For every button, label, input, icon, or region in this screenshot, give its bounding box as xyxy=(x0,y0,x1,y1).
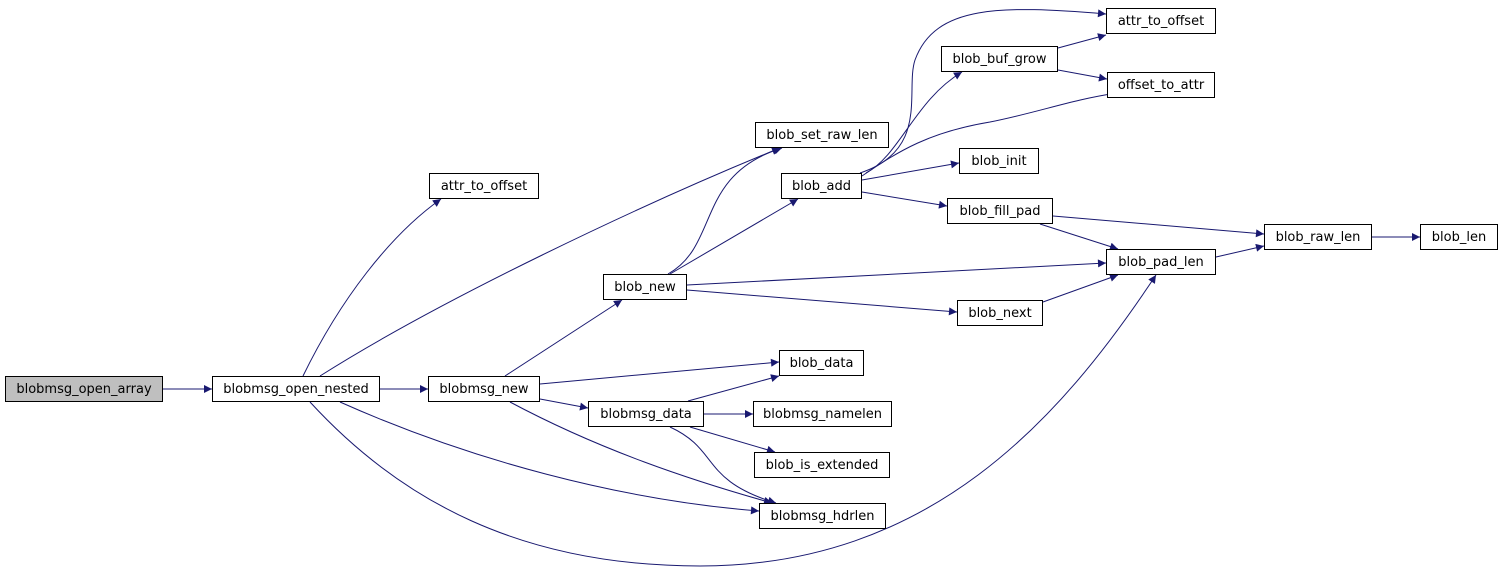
edge-blob-next-to-blob-pad-len xyxy=(1042,273,1119,303)
node-blob-pad-len[interactable]: blob_pad_len xyxy=(1106,249,1216,275)
edge-blob-add-to-blob-fill-pad xyxy=(861,191,948,209)
edge-blob-new-to-blob-pad-len xyxy=(686,259,1107,286)
node-blob-len[interactable]: blob_len xyxy=(1420,224,1498,250)
edge-open-nested-to-blob-pad-len xyxy=(309,274,1157,567)
edge-blob-new-to-blob-add xyxy=(669,198,799,275)
node-blobmsg-data[interactable]: blobmsg_data xyxy=(588,401,704,427)
node-blob-next[interactable]: blob_next xyxy=(957,300,1043,326)
edge-blob-add-to-attr-to-offset xyxy=(859,9,1107,174)
node-blobmsg-open-array: blobmsg_open_array xyxy=(5,376,163,402)
node-blobmsg-open-nested[interactable]: blobmsg_open_nested xyxy=(212,376,380,402)
edge-open-nested-to-blob-set-raw-len xyxy=(319,147,781,377)
node-blob-init[interactable]: blob_init xyxy=(959,148,1039,174)
node-attr-to-offset-right[interactable]: attr_to_offset xyxy=(1106,8,1216,34)
edge-blob-pad-len-to-blob-raw-len xyxy=(1215,243,1265,258)
node-blob-data[interactable]: blob_data xyxy=(779,350,864,376)
node-blob-raw-len[interactable]: blob_raw_len xyxy=(1264,224,1372,250)
edge-blobmsg-data-to-blob-data xyxy=(687,374,780,402)
edge-blobmsg-new-to-blobmsg-data xyxy=(539,398,589,411)
edge-blob-add-to-blob-init xyxy=(861,160,960,181)
node-attr-to-offset-left[interactable]: attr_to_offset xyxy=(429,173,539,199)
edge-blob-new-to-blob-next xyxy=(686,289,958,316)
edge-blob-fill-pad-to-blob-pad-len xyxy=(1039,223,1119,251)
edge-blob-buf-grow-to-attr-to-offset xyxy=(1057,33,1107,49)
node-blob-set-raw-len[interactable]: blob_set_raw_len xyxy=(755,122,889,148)
node-blob-is-extended[interactable]: blob_is_extended xyxy=(754,452,890,478)
edge-blob-fill-pad-to-blob-raw-len xyxy=(1052,215,1265,238)
edge-blob-add-to-offset-to-attr xyxy=(861,90,1118,177)
node-blobmsg-new[interactable]: blobmsg_new xyxy=(428,376,540,402)
edge-open-nested-to-blobmsg-hdrlen-a xyxy=(339,401,760,515)
edge-blobmsg-new-to-blobmsg-hdrlen-b xyxy=(509,401,773,505)
edge-blob-new-to-blob-set-raw-len xyxy=(667,146,783,275)
node-blob-buf-grow[interactable]: blob_buf_grow xyxy=(941,46,1058,72)
edge-open-nested-to-attr-to-offset xyxy=(302,198,442,377)
edge-blob-add-to-blob-buf-grow xyxy=(865,71,963,174)
edge-blobmsg-new-to-blob-data xyxy=(539,358,780,385)
node-offset-to-attr[interactable]: offset_to_attr xyxy=(1107,72,1215,98)
edge-blob-buf-grow-to-offset-to-attr xyxy=(1057,69,1108,82)
node-blob-fill-pad[interactable]: blob_fill_pad xyxy=(947,198,1053,224)
edge-blobmsg-data-to-blobmsg-hdrlen-c xyxy=(669,426,777,505)
node-blob-new[interactable]: blob_new xyxy=(603,274,687,300)
edge-blobmsg-data-to-blob-is-extended xyxy=(689,426,776,454)
node-blobmsg-namelen[interactable]: blobmsg_namelen xyxy=(753,401,892,427)
edge-blobmsg-new-to-blob-new xyxy=(504,299,623,377)
node-blobmsg-hdrlen[interactable]: blobmsg_hdrlen xyxy=(759,503,886,529)
node-blob-add[interactable]: blob_add xyxy=(781,173,862,199)
